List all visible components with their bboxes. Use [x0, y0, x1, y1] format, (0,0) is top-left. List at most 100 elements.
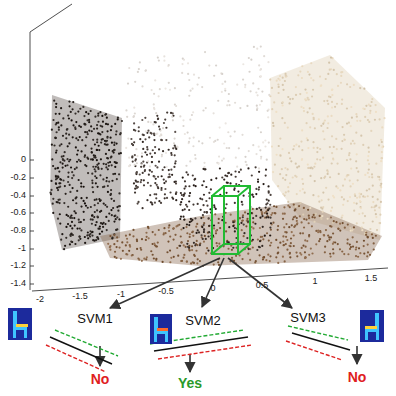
- point: [182, 227, 184, 229]
- point: [191, 231, 193, 233]
- arrow: [356, 346, 358, 364]
- box-edge: [212, 244, 224, 254]
- point: [322, 123, 324, 125]
- point: [347, 253, 349, 255]
- point: [381, 141, 383, 143]
- point: [285, 191, 287, 193]
- point: [307, 71, 309, 73]
- point: [210, 188, 212, 190]
- point: [134, 159, 136, 161]
- axis-tick-label: -0.4: [10, 191, 26, 201]
- point: [372, 220, 374, 222]
- point: [344, 139, 346, 141]
- point: [115, 162, 117, 164]
- point: [164, 188, 166, 190]
- point: [234, 230, 236, 232]
- point: [223, 142, 225, 144]
- point: [282, 213, 284, 215]
- point: [267, 61, 269, 63]
- point: [356, 120, 358, 122]
- point: [153, 103, 155, 105]
- box-back: [224, 186, 250, 244]
- point: [134, 164, 136, 166]
- point: [92, 219, 94, 221]
- point: [94, 116, 96, 118]
- point: [247, 220, 249, 222]
- point: [308, 167, 310, 169]
- point: [115, 133, 117, 135]
- point: [285, 236, 287, 238]
- point: [271, 87, 273, 89]
- point: [283, 226, 285, 228]
- point: [108, 149, 110, 151]
- point: [186, 260, 188, 262]
- point: [258, 246, 260, 248]
- point: [274, 164, 276, 166]
- point: [244, 84, 246, 86]
- point: [273, 212, 275, 214]
- point: [255, 193, 257, 195]
- point: [171, 116, 173, 118]
- point: [341, 196, 343, 198]
- point: [228, 93, 230, 95]
- point: [319, 215, 321, 217]
- point: [351, 229, 353, 231]
- margin-line: [158, 345, 252, 359]
- point: [379, 178, 381, 180]
- point: [353, 210, 355, 212]
- point: [292, 98, 294, 100]
- point: [91, 215, 93, 217]
- point: [58, 129, 60, 131]
- point: [353, 142, 355, 144]
- point: [110, 189, 112, 191]
- point: [224, 174, 226, 176]
- point: [216, 242, 218, 244]
- box-edge: [238, 186, 250, 196]
- point: [310, 166, 312, 168]
- point: [256, 109, 258, 111]
- point: [290, 160, 292, 162]
- point: [149, 169, 151, 171]
- point: [319, 148, 321, 150]
- point: [90, 125, 92, 127]
- point: [261, 90, 263, 92]
- point: [197, 229, 199, 231]
- point: [284, 122, 286, 124]
- point: [314, 127, 316, 129]
- point: [380, 184, 382, 186]
- point: [309, 126, 311, 128]
- point: [369, 110, 371, 112]
- point: [170, 112, 172, 114]
- point: [209, 137, 211, 139]
- point: [227, 172, 229, 174]
- point: [258, 189, 260, 191]
- point: [71, 241, 73, 243]
- point: [377, 176, 379, 178]
- point: [106, 117, 108, 119]
- point: [141, 207, 143, 209]
- point: [87, 172, 89, 174]
- point: [308, 215, 310, 217]
- point: [193, 262, 195, 264]
- point: [353, 226, 355, 228]
- point: [228, 226, 230, 228]
- point: [132, 235, 134, 237]
- point: [257, 178, 259, 180]
- point: [230, 214, 232, 216]
- point: [331, 94, 333, 96]
- point: [179, 245, 181, 247]
- tick-mark: [30, 196, 34, 197]
- point: [87, 231, 89, 233]
- point: [234, 131, 236, 133]
- point: [382, 145, 384, 147]
- point: [74, 113, 76, 115]
- point: [157, 118, 159, 120]
- point: [82, 106, 84, 108]
- point: [319, 238, 321, 240]
- point: [217, 162, 219, 164]
- point: [332, 158, 334, 160]
- point: [96, 164, 98, 166]
- point: [319, 231, 321, 233]
- point: [277, 246, 279, 248]
- point: [69, 184, 71, 186]
